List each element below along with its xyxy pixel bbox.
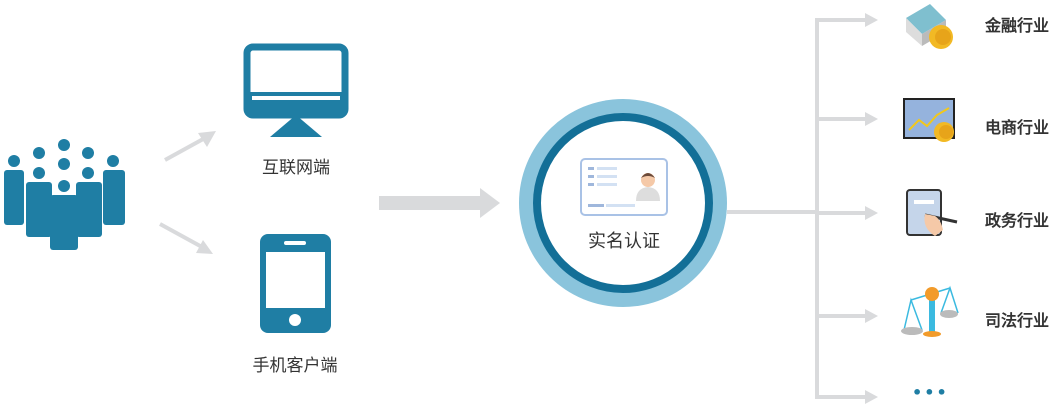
client-label-web: 互联网端 [262, 158, 330, 178]
signing-icon [906, 189, 958, 236]
users-icon [4, 139, 125, 250]
industry-finance: 金融行业 [985, 16, 1050, 35]
industry-judicial: 司法行业 [985, 311, 1050, 330]
connector-lines [727, 13, 878, 404]
id-card-icon [580, 158, 668, 216]
big-arrow [379, 188, 500, 218]
industry-government: 政务行业 [985, 211, 1050, 230]
more-indicator: ••• [912, 383, 949, 402]
scales-icon [901, 285, 959, 337]
client-label-mobile: 手机客户端 [252, 356, 338, 376]
center-label: 实名认证 [588, 231, 660, 252]
industry-ecommerce: 电商行业 [985, 118, 1050, 137]
arrows-to-clients [159, 131, 216, 254]
monitor-icon [243, 43, 349, 137]
money-icon [906, 4, 953, 49]
chart-icon [903, 98, 955, 142]
phone-icon [260, 234, 331, 333]
